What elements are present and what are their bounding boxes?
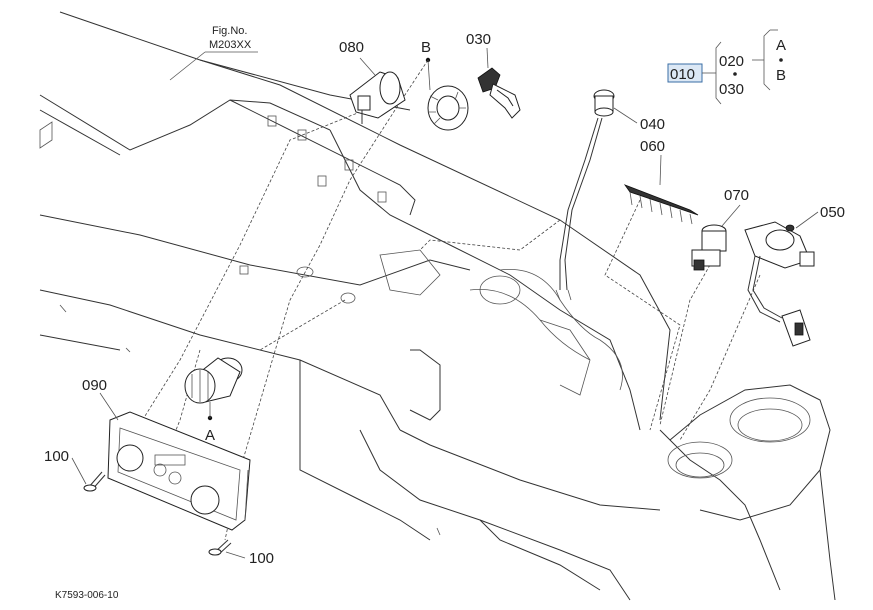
part-050-harness [744, 221, 815, 347]
legend-ref-a: A [776, 37, 786, 54]
part-060-clip-strip [623, 184, 699, 225]
fig-no-caption: Fig.No. [212, 25, 247, 37]
leader-lines [71, 47, 819, 559]
ref-a-part: A [205, 427, 215, 444]
callout-040[interactable]: 040 [640, 116, 665, 133]
part-030-key [477, 67, 521, 119]
callout-070[interactable]: 070 [724, 187, 749, 204]
part-040-lamp-socket [555, 89, 615, 301]
guide-lines [129, 59, 761, 541]
ref-b-part: B [421, 39, 431, 56]
callout-060[interactable]: 060 [640, 138, 665, 155]
figure-number-label: Fig.No. M203XX [205, 25, 258, 53]
part-090-instrument-panel [107, 411, 251, 531]
callout-030[interactable]: 030 [719, 81, 744, 98]
callout-100-left[interactable]: 100 [44, 448, 69, 465]
callout-020[interactable]: 020 [719, 53, 744, 70]
part-080-socket [349, 71, 406, 124]
legend-ref-b: B [776, 67, 786, 84]
part-cap-a [184, 357, 243, 421]
part-100-screw-right [208, 539, 232, 556]
callout-090[interactable]: 090 [82, 377, 107, 394]
callout-050[interactable]: 050 [820, 204, 845, 221]
callout-030-top[interactable]: 030 [466, 31, 491, 48]
part-070-bulb-socket [691, 224, 727, 271]
drawing-code: K7593-006-10 [55, 590, 119, 601]
assembly-legend: 010 020 030 A B [667, 29, 786, 105]
callout-010[interactable]: 010 [670, 66, 695, 83]
part-100-screw-left [83, 471, 106, 492]
part-nut-b [425, 57, 469, 131]
fig-no-value: M203XX [209, 39, 252, 51]
callout-100-right[interactable]: 100 [249, 550, 274, 567]
callout-080[interactable]: 080 [339, 39, 364, 56]
dashboard-panel [39, 11, 836, 601]
